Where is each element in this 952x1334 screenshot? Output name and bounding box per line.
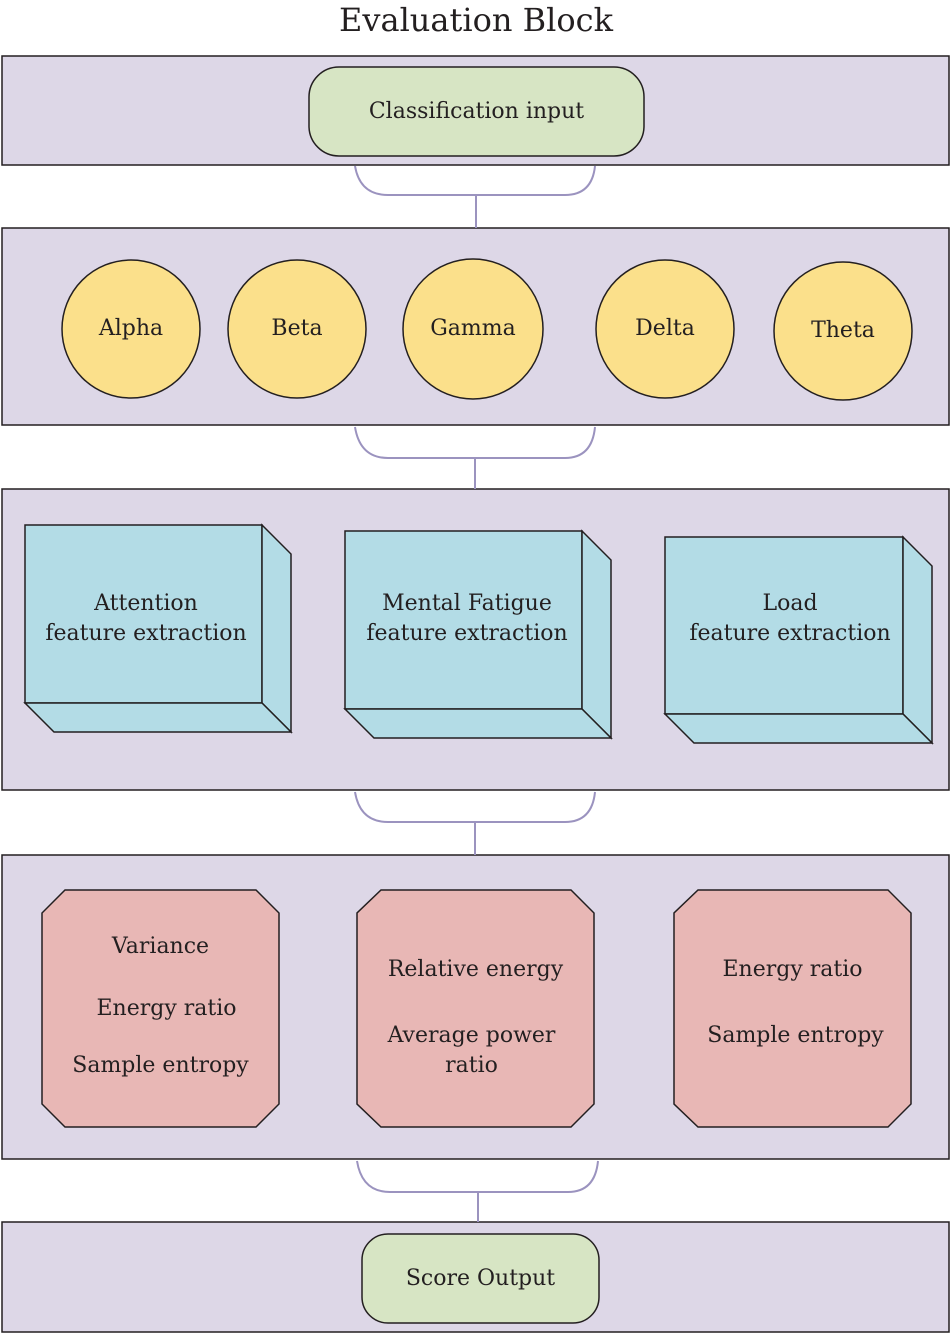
connector-1 bbox=[354, 165, 596, 228]
band-theta-circle bbox=[773, 261, 913, 401]
band-delta-circle bbox=[595, 259, 735, 399]
band-gamma-circle bbox=[402, 258, 544, 400]
connector-3 bbox=[354, 791, 596, 855]
connector-4 bbox=[356, 1160, 599, 1222]
attention-box bbox=[23, 523, 293, 734]
classification-input-pill bbox=[308, 66, 645, 157]
band-beta-circle bbox=[227, 259, 367, 399]
load-features-octagon bbox=[673, 889, 912, 1128]
mental-fatigue-box bbox=[343, 529, 613, 740]
connector-2 bbox=[354, 426, 596, 489]
score-output-pill bbox=[361, 1233, 600, 1324]
attention-features-octagon bbox=[41, 889, 280, 1128]
load-box bbox=[663, 535, 934, 745]
diagram-title: Evaluation Block bbox=[339, 1, 613, 39]
band-alpha-circle bbox=[61, 259, 201, 399]
mental-fatigue-features-octagon bbox=[356, 889, 595, 1128]
